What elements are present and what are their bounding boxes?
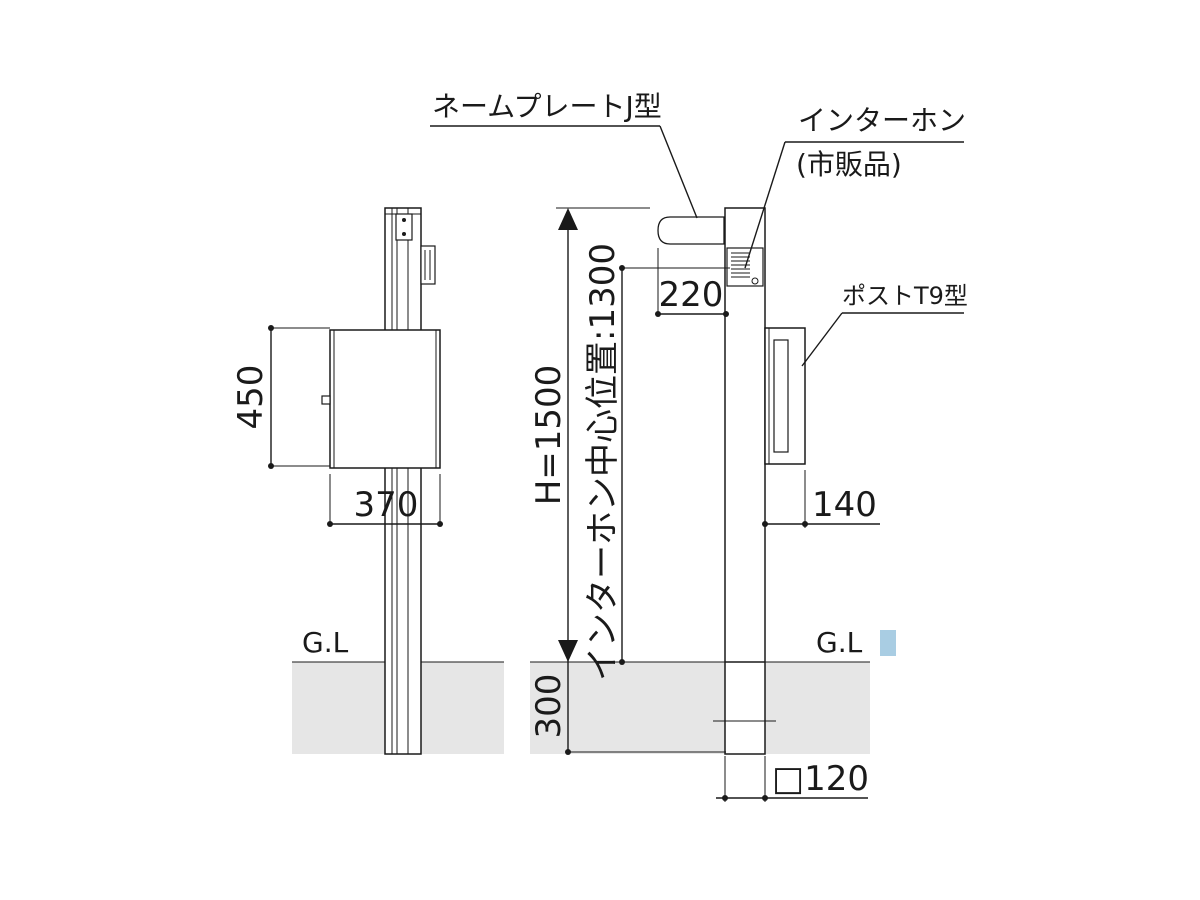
label-140: 140: [812, 485, 877, 525]
label-intercom-1: インターホン: [798, 104, 966, 137]
dim-intercom-center: インターホン中心位置:1300: [583, 243, 730, 681]
right-pole: [713, 207, 776, 755]
label-220: 220: [659, 275, 724, 315]
gl-label-left: G.L: [302, 626, 349, 659]
left-pole: [384, 207, 436, 755]
dim-pole-section: □120: [716, 756, 869, 802]
label-120: □120: [772, 759, 869, 799]
dim-intercom-offset: 220: [655, 248, 729, 317]
label-intercom-center: インターホン中心位置:1300: [583, 243, 623, 681]
label-intercom-2: (市販品): [796, 148, 902, 181]
dim-total-height: H=1500: [529, 207, 650, 662]
mailbox-post: [764, 327, 806, 465]
leader-nameplate: ネームプレートJ型: [430, 90, 698, 219]
label-h1500: H=1500: [529, 365, 569, 506]
label-nameplate: ネームプレートJ型: [432, 90, 662, 123]
dim-post-depth: 140: [762, 470, 880, 528]
label-post: ポストT9型: [842, 282, 968, 310]
dim-mailbox-width: 370: [327, 474, 443, 527]
label-450: 450: [231, 365, 271, 430]
dim-underground: 300: [529, 662, 726, 755]
label-300: 300: [529, 674, 569, 739]
dim-mailbox-height: 450: [231, 325, 330, 469]
leader-post: ポストT9型: [801, 282, 968, 367]
nameplate: [657, 216, 725, 245]
left-mailbox: [321, 329, 441, 469]
leader-intercom: インターホン (市販品): [744, 104, 966, 269]
ground-right: [530, 662, 870, 754]
legend-swatch: [880, 630, 896, 656]
gl-label-right: G.L: [816, 626, 863, 659]
label-370: 370: [354, 485, 419, 525]
